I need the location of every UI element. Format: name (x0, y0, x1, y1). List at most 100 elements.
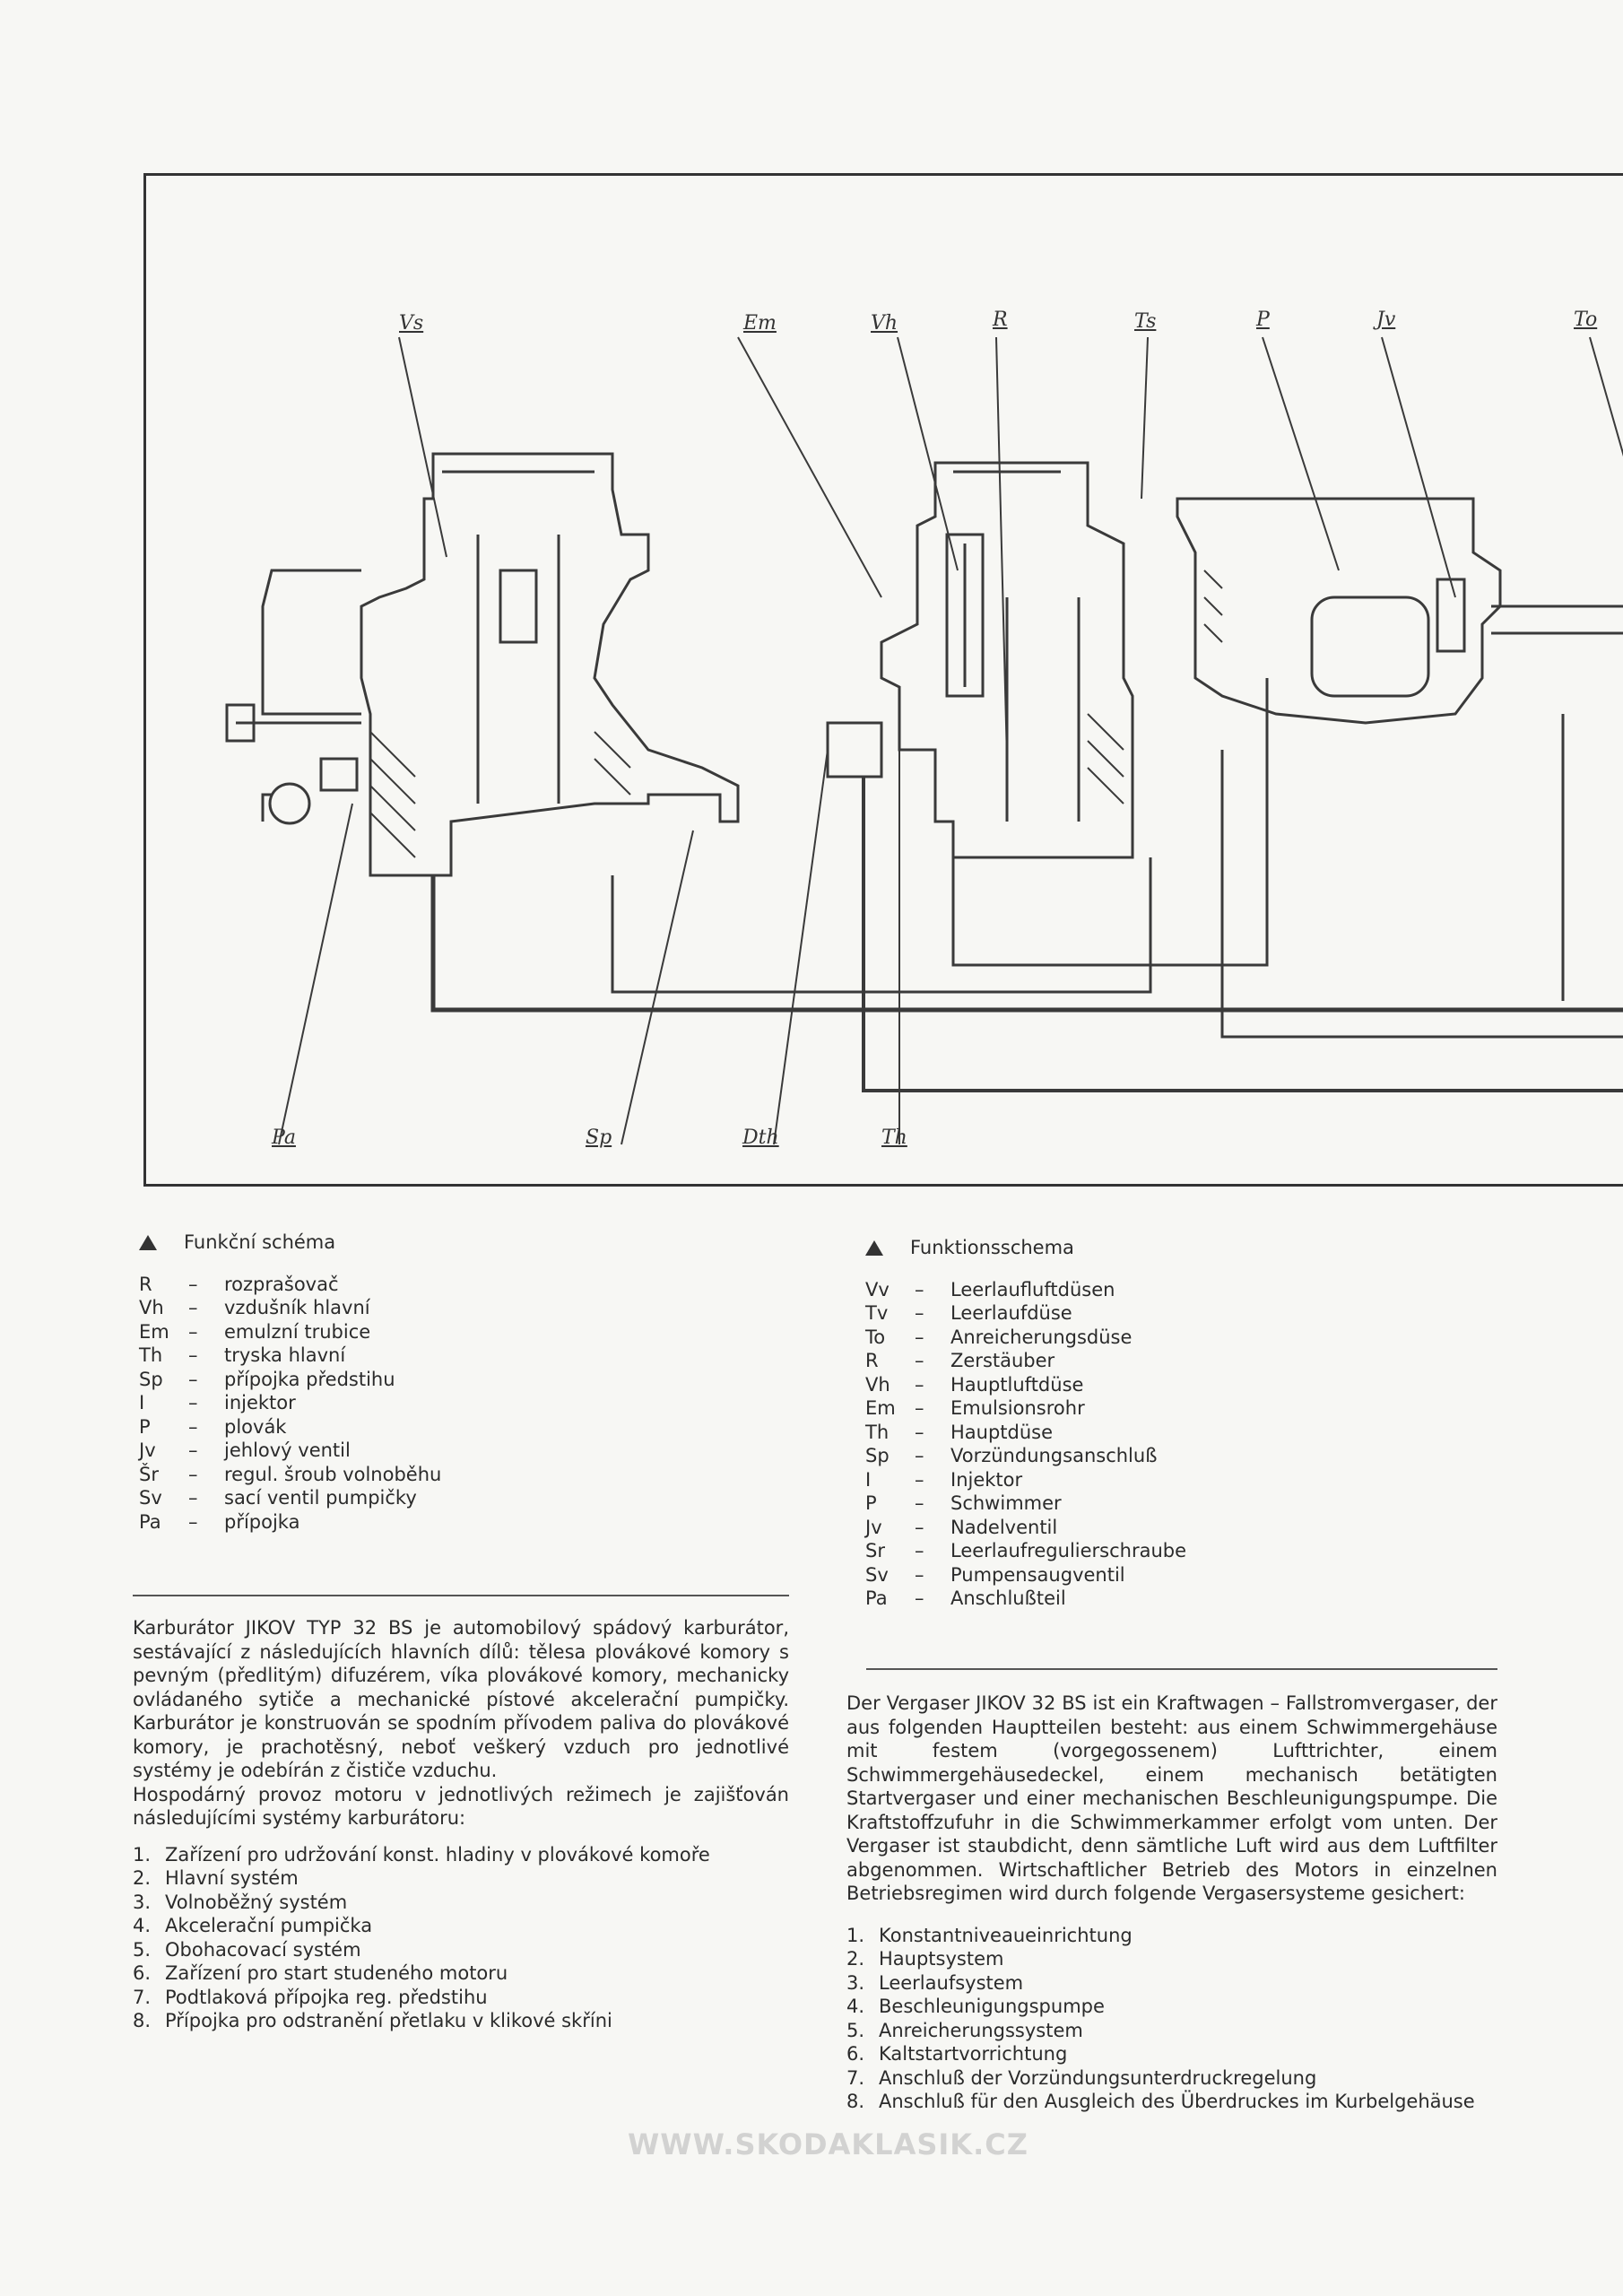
legend-item-text: Schwimmer (950, 1492, 1062, 1514)
list-item-text: Konstantniveaueinrichtung (879, 1924, 1133, 1946)
legend-item-abbr: Sr (865, 1540, 885, 1561)
legend-item-abbr: Vh (139, 1297, 164, 1318)
legend-item-dash: – (915, 1326, 924, 1348)
text-de-paragraph-1: Der Vergaser JIKOV 32 BS ist ein Kraftwa… (846, 1692, 1497, 1904)
list-item: 3.Leerlaufsystem (846, 1971, 1497, 1996)
legend-item: Th–tryska hlavní (139, 1344, 516, 1368)
legend-item-dash: – (188, 1368, 198, 1390)
list-item: 7. Anschluß der Vorzündungsunterdruckrege… (846, 2066, 1497, 2091)
list-item-text: Obohacovací systém (165, 1938, 361, 1961)
list-item-text: Kaltstartvorrichtung (879, 2043, 1068, 2065)
list-item-number: 3. (133, 1891, 152, 1913)
list-item-number: 8. (133, 2010, 152, 2031)
list-item: 5.Anreicherungssystem (846, 2019, 1497, 2043)
legend-item: Th–Hauptdüse (865, 1421, 1242, 1445)
legend-item: To – Anreicherungsdüse (865, 1326, 1242, 1350)
legend-item-text: jehlový ventil (224, 1439, 351, 1461)
list-item-text: Zařízení pro udržování konst. hladiny v … (165, 1843, 710, 1866)
legend-item: Tv–Leerlaufdüse (865, 1301, 1242, 1326)
list-item-number: 2. (133, 1867, 152, 1889)
label-th: Th (881, 1126, 907, 1149)
legend-item-text: Nadelventil (950, 1516, 1058, 1538)
legend-item: Vh–Hauptluftdüse (865, 1373, 1242, 1397)
text-cz-list: 1.Zařízení pro udržování konst. hladiny … (133, 1843, 789, 2033)
list-item-number: 8. (846, 2091, 865, 2112)
label-ts: Ts (1134, 310, 1157, 333)
legend-item-abbr: Sv (865, 1563, 889, 1586)
legend-item: Sv–sací ventil pumpičky (139, 1486, 516, 1510)
legend-item-abbr: R (139, 1273, 152, 1295)
legend-item-text: Zerstäuber (950, 1350, 1055, 1371)
legend-item-dash: – (188, 1487, 198, 1509)
list-item-text: Volnoběžný systém (165, 1891, 348, 1913)
legend-item-dash: – (915, 1350, 924, 1371)
legend-item-dash: – (188, 1439, 198, 1461)
legend-cz-header: Funkční schéma (139, 1231, 516, 1255)
legend-item-dash: – (915, 1278, 924, 1300)
list-item-number: 2. (846, 1948, 865, 1970)
legend-item-abbr: I (139, 1392, 145, 1413)
legend-item: Šr–regul. šroub volnoběhu (139, 1463, 516, 1487)
list-item-number: 5. (133, 1938, 152, 1961)
list-item: 7.Podtlaková přípojka reg. předstihu (133, 1986, 789, 2010)
list-item: 1.Zařízení pro udržování konst. hladiny … (133, 1843, 789, 1867)
legend-item-dash: – (188, 1344, 198, 1366)
list-item: 2.Hauptsystem (846, 1947, 1497, 1971)
legend-item-dash: – (188, 1392, 198, 1413)
legend-item-text: přípojka předstihu (224, 1368, 395, 1390)
legend-item-abbr: Sp (139, 1368, 163, 1390)
list-item: 6.Zařízení pro start studeného motoru (133, 1961, 789, 1986)
list-item-number: 4. (846, 1996, 865, 2017)
list-item-text: Anschluß der Vorzündungsunterdruckregelu… (879, 2066, 1317, 2089)
legend-item-abbr: Pa (865, 1587, 888, 1609)
legend-item-abbr: Sp (865, 1445, 890, 1466)
legend-item: Em–Emulsionsrohr (865, 1396, 1242, 1421)
legend-item-dash: – (915, 1587, 924, 1609)
legend-item-text: Pumpensaugventil (950, 1563, 1125, 1586)
text-cz-paragraph-1: Karburátor JIKOV TYP 32 BS je automobilo… (133, 1617, 789, 1781)
legend-item-text: Leerlaufluftdüsen (950, 1278, 1115, 1300)
list-item-text: Přípojka pro odstranění přetlaku v kliko… (165, 2010, 612, 2031)
list-item-text: Akcelerační pumpička (165, 1915, 373, 1936)
list-item: 2. Hlavní systém (133, 1866, 789, 1891)
legend-item-abbr: Th (865, 1421, 890, 1443)
legend-item-dash: – (915, 1468, 924, 1491)
legend-item-abbr: Vh (865, 1373, 890, 1396)
legend-item-dash: – (188, 1320, 198, 1343)
legend-item-text: plovák (224, 1415, 287, 1438)
legend-item-abbr: R (865, 1350, 879, 1371)
list-item-text: Anschluß für den Ausgleich des Überdruck… (879, 2091, 1475, 2112)
list-item-text: Beschleunigungspumpe (879, 1996, 1105, 2017)
list-item-number: 6. (846, 2043, 865, 2065)
legend-de-header: Funktionsschema (865, 1236, 1242, 1260)
legend-item-text: sací ventil pumpičky (224, 1487, 417, 1509)
label-em: Em (743, 312, 777, 335)
legend-item-abbr: To (865, 1326, 886, 1348)
list-item: 6. Kaltstartvorrichtung (846, 2042, 1497, 2066)
legend-item-text: vzdušník hlavní (224, 1297, 370, 1318)
legend-item-abbr: Em (139, 1320, 169, 1343)
legend-item-dash: – (915, 1445, 924, 1466)
list-item-number: 7. (133, 1986, 152, 2008)
legend-item-text: Emulsionsrohr (950, 1397, 1085, 1419)
list-item-number: 7. (846, 2066, 865, 2089)
legend-item-text: Leerlaufregulierschraube (950, 1540, 1187, 1561)
legend-cz-title: Funkční schéma (184, 1231, 336, 1253)
legend-item-abbr: Jv (865, 1516, 882, 1538)
legend-item-abbr: Šr (139, 1463, 159, 1485)
list-item: 4.Akcelerační pumpička (133, 1914, 789, 1938)
legend-item-text: Anreicherungsdüse (950, 1326, 1133, 1348)
text-cz: Karburátor JIKOV TYP 32 BS je automobilo… (133, 1616, 789, 2033)
schematic-drawing (225, 336, 1623, 1145)
legend-item-dash: – (915, 1302, 924, 1324)
watermark: WWW.SKODAKLASIK.CZ (628, 2127, 1028, 2161)
list-item-text: Hlavní systém (165, 1867, 299, 1889)
legend-item: P–Schwimmer (865, 1492, 1242, 1516)
list-item: 3. Volnoběžný systém (133, 1891, 789, 1915)
label-vh: Vh (871, 312, 898, 335)
legend-item-dash: – (915, 1397, 924, 1419)
